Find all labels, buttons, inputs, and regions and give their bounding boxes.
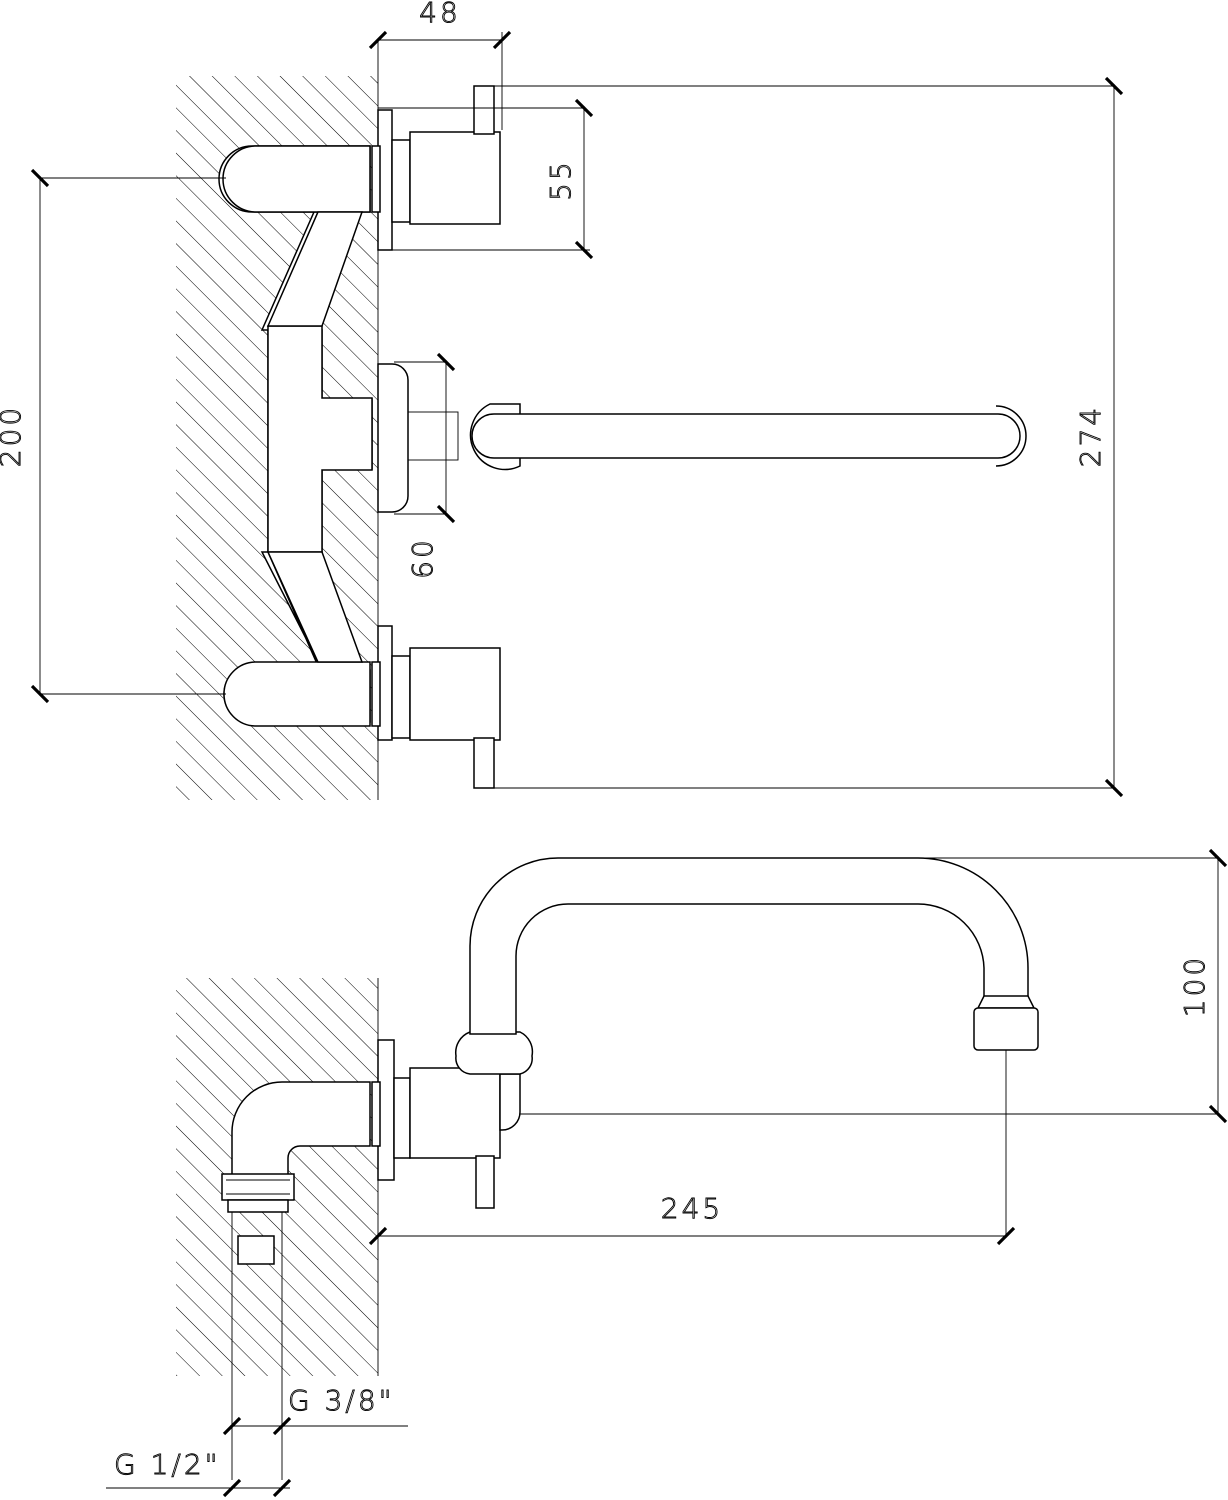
dimension-200: 200 [0, 168, 226, 704]
side-wall-plate [371, 1081, 381, 1147]
aerator-collar [976, 995, 1036, 1009]
inlet-bottom [223, 661, 371, 727]
elbow-pipe [231, 1081, 371, 1179]
spout-tube-top [471, 413, 1021, 459]
dimension-g12: G 1/2" [106, 1448, 292, 1498]
wall-plate-top [371, 145, 381, 213]
dim-label-48: 48 [419, 0, 461, 29]
spout-swivel-pipe [499, 1073, 521, 1131]
top-view: 48 55 200 60 [0, 0, 1124, 800]
dim-label-55: 55 [544, 159, 577, 201]
dimension-55: 55 [378, 98, 594, 260]
spout-mount [377, 363, 409, 513]
body-link-upper [266, 211, 364, 327]
dim-label-200: 200 [0, 405, 27, 467]
side-handle-lever [475, 1155, 495, 1209]
dimension-48: 48 [368, 0, 512, 130]
dimension-60: 60 [394, 352, 456, 579]
inlet-top [222, 145, 371, 213]
valve-handle-top [409, 131, 501, 225]
dim-label-100: 100 [1178, 955, 1211, 1017]
spout-neck [407, 411, 459, 461]
dimension-g38: G 3/8" [222, 1384, 408, 1436]
rosette-bottom-inner [391, 655, 411, 739]
supply-nut [221, 1173, 295, 1201]
handle-lever-bottom [473, 737, 495, 789]
side-valve-body [409, 1067, 501, 1159]
supply-stub [237, 1235, 275, 1265]
side-rosette-inner [393, 1077, 411, 1159]
spout-swivel-nut [454, 1031, 534, 1075]
rosette-top-inner [391, 139, 411, 223]
spout-end [995, 405, 1027, 467]
dim-label-60: 60 [406, 537, 439, 579]
dimension-100: 100 [520, 848, 1228, 1124]
aerator [973, 1007, 1039, 1051]
dim-label-g38: G 3/8" [288, 1384, 395, 1417]
wall-plate-bottom [371, 661, 381, 727]
supply-fitting [227, 1199, 289, 1213]
spout-tube [469, 857, 1029, 1035]
dimension-245: 245 [368, 1050, 1016, 1246]
valve-handle-bottom [409, 647, 501, 741]
side-view: 100 245 G 3/8" G 1/2" [106, 848, 1228, 1498]
dim-label-245: 245 [661, 1192, 723, 1225]
handle-lever-top [473, 85, 495, 135]
body-link-lower [266, 551, 364, 663]
dimension-274: 274 [494, 76, 1124, 798]
dim-label-274: 274 [1074, 405, 1107, 467]
dim-label-g12: G 1/2" [114, 1448, 221, 1481]
